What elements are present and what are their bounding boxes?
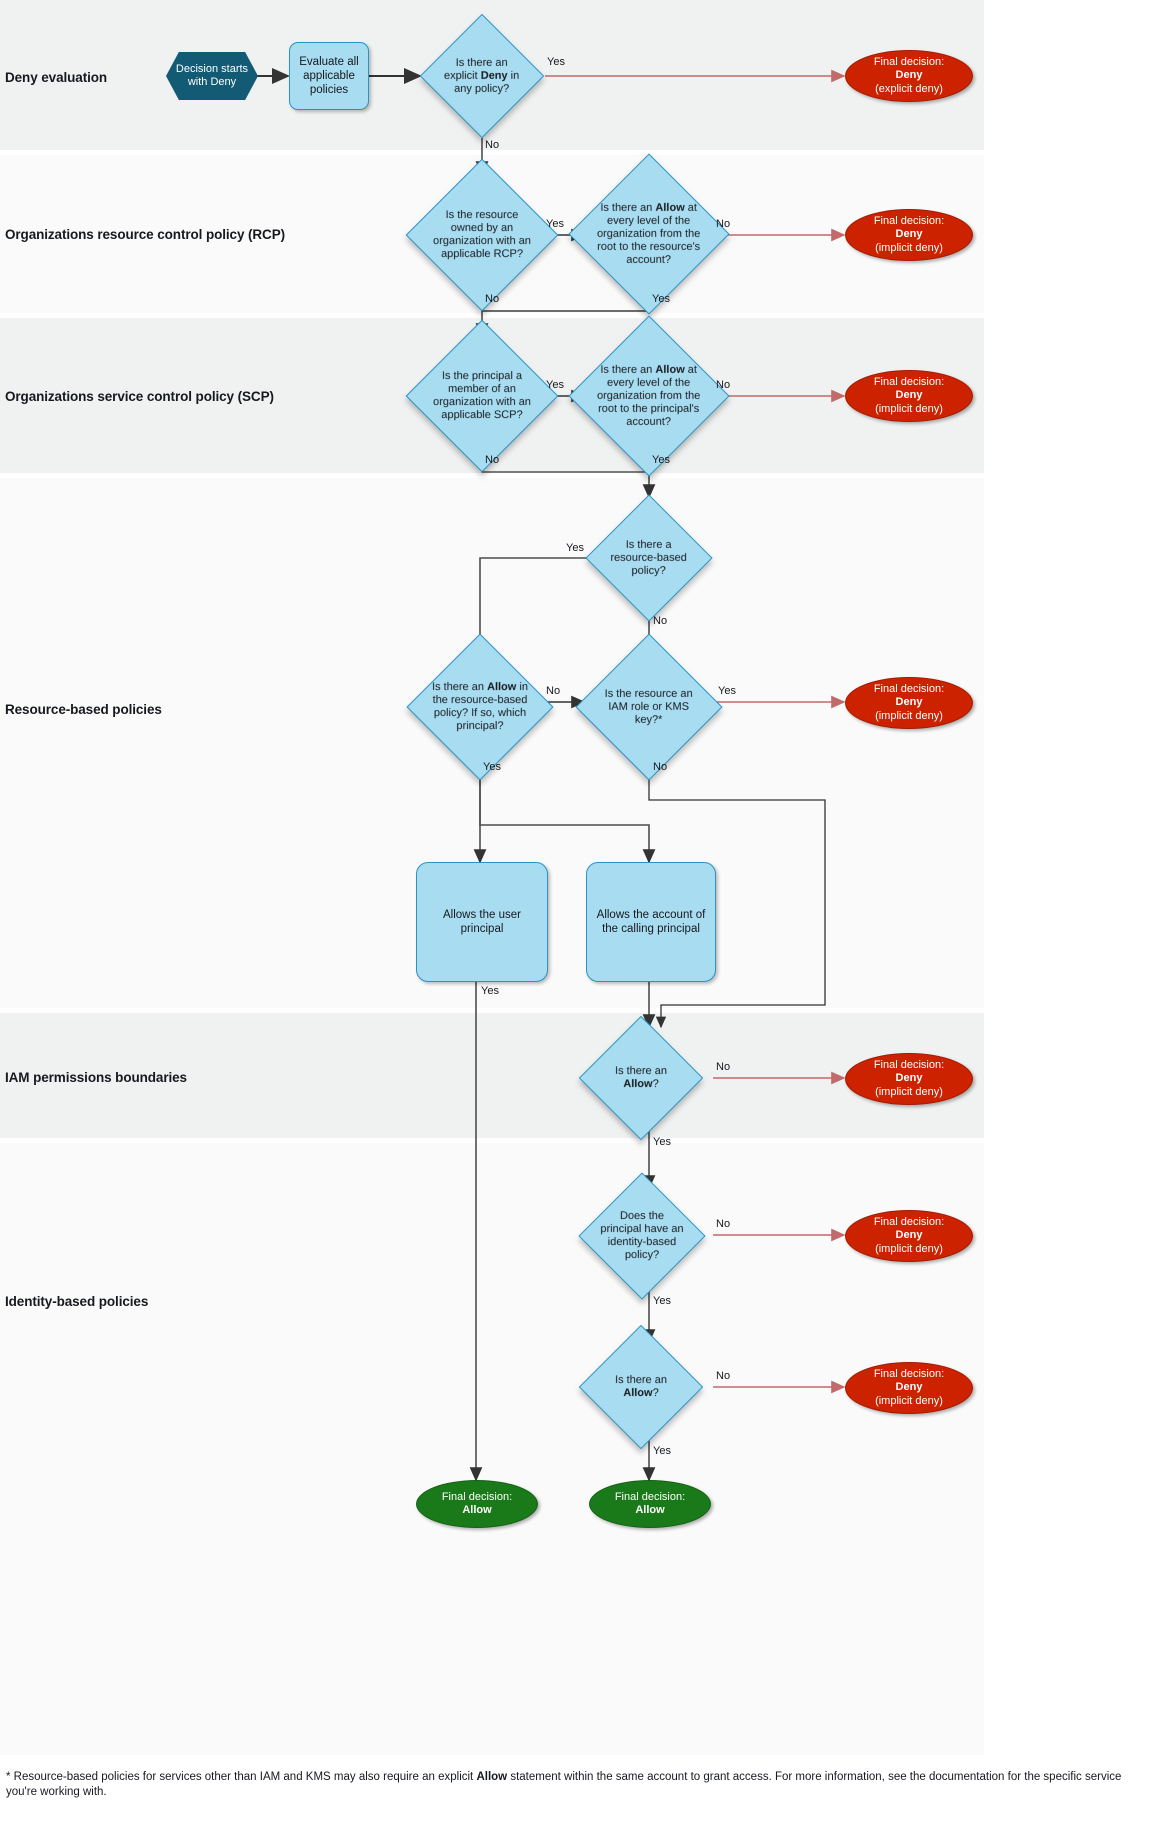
band-identity-based (0, 1143, 984, 1755)
terminal-deny-no-identity-policy-line2: Deny (895, 1229, 923, 1242)
terminal-deny-identity-allow-line3: (implicit deny) (875, 1394, 943, 1407)
decision-has-identity-policy-label: Does the principal have an identity-base… (600, 1210, 684, 1261)
edge-label-no-resource-based: No (653, 615, 668, 627)
edge-label-no-scp-allow: No (716, 379, 731, 391)
terminal-deny-resource-based[interactable]: Final decision: Deny (implicit deny) (845, 677, 973, 729)
footnote-line1: * Resource-based policies for services o… (6, 1771, 1122, 1798)
edge-label-yes-scp-member: Yes (546, 379, 564, 391)
terminal-deny-explicit-line2: Deny (895, 69, 923, 82)
terminal-deny-scp-line3: (implicit deny) (875, 402, 943, 415)
edge-label-no-iam-kms: No (653, 761, 668, 773)
edge-label-yes-rb-allow: Yes (483, 761, 501, 773)
decision-resource-based-policy-label: Is there a resource-based policy? (610, 538, 688, 577)
edge-label-yes-explicit-deny: Yes (547, 56, 565, 68)
start-node[interactable]: Decision starts with Deny (166, 52, 258, 100)
terminal-deny-resource-based-line3: (implicit deny) (875, 709, 943, 722)
band-label-scp: Organizations service control policy (SC… (5, 389, 274, 404)
band-label-permissions-boundaries: IAM permissions boundaries (5, 1070, 187, 1085)
decision-rcp-owner-label: Is the resource owned by an organization… (433, 209, 531, 260)
terminal-deny-scp-line1: Final decision: (873, 375, 945, 388)
terminal-deny-resource-based-line1: Final decision: (873, 682, 945, 695)
start-node-line2: with Deny (187, 76, 237, 88)
terminal-allow-right-line2: Allow (635, 1504, 665, 1516)
edge-label-yes-rcp-owner: Yes (546, 218, 564, 230)
footnote: * Resource-based policies for services o… (6, 1770, 1136, 1800)
decision-scp-member-label: Is the principal a member of an organiza… (433, 370, 531, 421)
terminal-deny-no-identity-policy-line1: Final decision: (873, 1215, 945, 1228)
decision-explicit-deny-label: Is there an explicit Deny in any policy? (444, 56, 520, 95)
edge-label-no-scp-member: No (485, 454, 500, 466)
terminal-deny-boundary-line2: Deny (895, 1072, 923, 1085)
edge-label-yes-identity-allow: Yes (653, 1445, 671, 1457)
terminal-allow-left-line1: Final decision: (441, 1490, 513, 1503)
band-label-resource-based: Resource-based policies (5, 702, 162, 717)
edge-label-yes-user-principal: Yes (481, 985, 499, 997)
decision-rcp-allow-label: Is there an Allow at every level of the … (597, 201, 701, 266)
decision-iam-role-or-kms-key-label: Is the resource an IAM role or KMS key?* (604, 687, 694, 726)
terminal-deny-explicit-line3: (explicit deny) (875, 82, 943, 95)
band-permissions-boundaries (0, 1013, 984, 1138)
edge-label-yes-scp-allow: Yes (652, 454, 670, 466)
start-node-line1: Decision starts (175, 63, 249, 75)
edge-label-yes-resource-based: Yes (566, 542, 584, 554)
edge-label-no-explicit-deny: No (485, 139, 500, 151)
edge-label-no-rb-allow: No (546, 685, 561, 697)
terminal-deny-rcp-line3: (implicit deny) (875, 241, 943, 254)
terminal-deny-identity-allow-line2: Deny (895, 1381, 923, 1394)
terminal-deny-no-identity-policy-line3: (implicit deny) (875, 1242, 943, 1255)
terminal-deny-rcp-line1: Final decision: (873, 214, 945, 227)
decision-boundary-allow-label: Is there an Allow? (615, 1065, 667, 1090)
terminal-deny-rcp-line2: Deny (895, 228, 923, 241)
band-label-identity-based: Identity-based policies (5, 1294, 149, 1309)
edge-label-no-rcp-allow: No (716, 218, 731, 230)
box-allows-account-of-calling-principal[interactable]: Allows the account of the calling princi… (586, 862, 716, 982)
terminal-allow-right-line1: Final decision: (614, 1490, 686, 1503)
edge-label-yes-rcp-allow: Yes (652, 293, 670, 305)
terminal-deny-boundary-line3: (implicit deny) (875, 1085, 943, 1098)
terminal-allow-right[interactable]: Final decision: Allow (589, 1480, 711, 1528)
terminal-deny-identity-allow-line1: Final decision: (873, 1367, 945, 1380)
evaluate-policies-box[interactable]: Evaluate all applicable policies (289, 42, 369, 110)
edge-label-no-rcp-owner: No (485, 293, 500, 305)
evaluate-policies-label: Evaluate all applicable policies (299, 56, 359, 96)
terminal-deny-boundary-line1: Final decision: (873, 1058, 945, 1071)
terminal-deny-explicit-line1: Final decision: (873, 55, 945, 68)
terminal-deny-scp[interactable]: Final decision: Deny (implicit deny) (845, 370, 973, 422)
box-allows-user-principal-label: Allows the user principal (443, 909, 521, 935)
edge-label-yes-boundary: Yes (653, 1136, 671, 1148)
terminal-deny-scp-line2: Deny (895, 389, 923, 402)
edge-label-no-has-identity-policy: No (716, 1218, 731, 1230)
terminal-deny-explicit[interactable]: Final decision: Deny (explicit deny) (845, 50, 973, 102)
box-allows-user-principal[interactable]: Allows the user principal (416, 862, 548, 982)
band-label-deny-evaluation: Deny evaluation (5, 70, 108, 85)
decision-rb-allow-principal-label: Is there an Allow in the resource-based … (431, 681, 528, 732)
terminal-deny-no-identity-policy[interactable]: Final decision: Deny (implicit deny) (845, 1210, 973, 1262)
box-allows-account-label: Allows the account of the calling princi… (596, 909, 706, 935)
decision-identity-allow-label: Is there an Allow? (615, 1374, 667, 1399)
terminal-deny-identity-allow[interactable]: Final decision: Deny (implicit deny) (845, 1362, 973, 1414)
band-label-rcp: Organizations resource control policy (R… (5, 227, 285, 242)
decision-scp-allow-label: Is there an Allow at every level of the … (597, 363, 701, 428)
terminal-allow-left[interactable]: Final decision: Allow (416, 1480, 538, 1528)
edge-label-no-identity-allow: No (716, 1370, 731, 1382)
edge-label-yes-iam-kms: Yes (718, 685, 736, 697)
terminal-deny-rcp[interactable]: Final decision: Deny (implicit deny) (845, 209, 973, 261)
terminal-deny-resource-based-line2: Deny (895, 696, 923, 709)
terminal-deny-boundary[interactable]: Final decision: Deny (implicit deny) (845, 1053, 973, 1105)
terminal-allow-left-line2: Allow (462, 1504, 492, 1516)
edge-label-no-boundary: No (716, 1061, 731, 1073)
edge-label-yes-has-identity-policy: Yes (653, 1295, 671, 1307)
